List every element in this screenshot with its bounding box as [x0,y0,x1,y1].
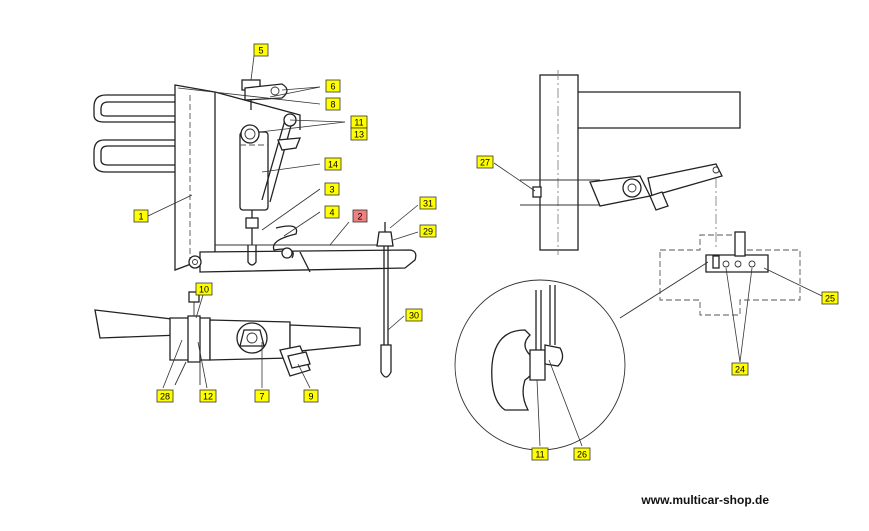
lower-left-assembly-drawing [94,291,361,386]
callout-28: 28 [156,389,174,403]
callout-30-text: 30 [409,311,419,321]
site-url[interactable]: www.multicar-shop.de [641,493,769,507]
callout-5-text: 5 [258,46,263,56]
callout-31-text: 31 [423,199,433,209]
callout-2-text: 2 [357,212,362,222]
callout-10-text: 10 [199,285,209,295]
callout-27-text: 27 [480,158,490,168]
callout-13: 13 [350,127,368,141]
callout-5: 5 [253,43,269,57]
callout-14-text: 14 [328,160,338,170]
callout-11-top: 11 [350,115,368,129]
callout-3-text: 3 [329,185,334,195]
callout-14: 14 [324,157,342,171]
left-assembly-drawing [93,79,417,378]
callout-9: 9 [303,389,319,403]
callout-28-text: 28 [160,392,170,402]
callout-11-bottom-text: 11 [535,450,544,460]
callout-2: 2 [352,209,368,223]
callout-25-text: 25 [825,294,835,304]
callout-31: 31 [419,196,437,210]
callout-7: 7 [254,389,270,403]
callout-30: 30 [405,308,423,322]
callout-7-text: 7 [259,392,264,402]
callout-3: 3 [324,182,340,196]
callout-8-text: 8 [330,100,335,110]
callout-24: 24 [731,362,749,376]
callout-29-text: 29 [423,227,433,237]
callout-1-text: 1 [138,212,143,222]
callout-25: 25 [821,291,839,305]
callout-26: 26 [573,447,591,461]
callout-11-top-text: 11 [354,118,363,128]
callout-27: 27 [476,155,494,169]
callout-13-text: 13 [354,130,364,140]
callout-9-text: 9 [308,392,313,402]
leader-lines [147,55,823,447]
callout-4-text: 4 [329,208,334,218]
callout-29: 29 [419,224,437,238]
callout-12: 12 [199,389,217,403]
callout-labels: 5 6 8 11 13 14 1 3 4 2 31 29 10 30 28 12… [133,43,839,461]
callout-26-text: 26 [577,450,587,460]
callout-11-bottom: 11 [531,447,549,461]
callout-24-text: 24 [735,365,745,375]
callout-4: 4 [324,205,340,219]
right-assembly-drawing [520,70,801,316]
callout-1: 1 [133,209,149,223]
callout-6-text: 6 [330,82,335,92]
callout-8: 8 [325,97,341,111]
detail-circle-drawing [454,261,709,451]
callout-10: 10 [195,282,213,296]
callout-12-text: 12 [203,392,213,402]
callout-6: 6 [325,79,341,93]
